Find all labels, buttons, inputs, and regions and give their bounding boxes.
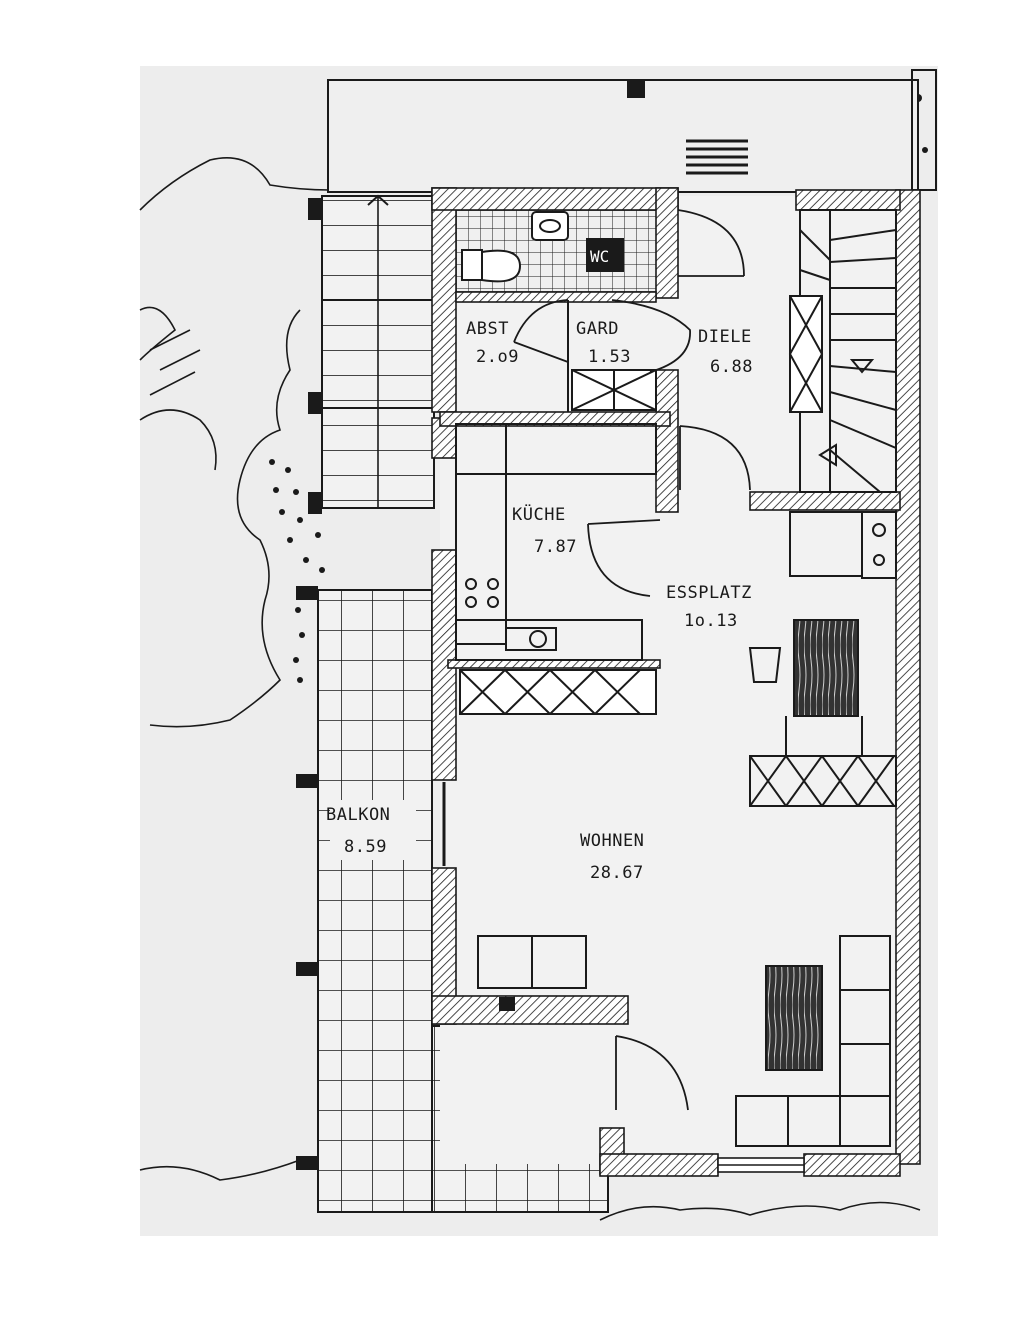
door-swings [442, 209, 751, 1111]
room-label-kueche: KÜCHE [512, 503, 566, 525]
room-area-balkon: 8.59 [344, 837, 387, 857]
vent-grille [686, 139, 748, 175]
room-area-wohnen: 28.67 [590, 863, 644, 883]
room-area-abst: 2.o9 [476, 347, 519, 367]
room-area-diele: 6.88 [710, 357, 753, 377]
room-label-abst: ABST [466, 319, 509, 339]
room-label-gard: GARD [576, 319, 619, 339]
room-label-essplatz: ESSPLATZ [666, 583, 752, 603]
balcony-floor [317, 589, 433, 1213]
corner-post [911, 69, 937, 191]
room-labels: ABST 2.o9 GARD 1.53 DIELE 6.88 KÜCHE 7.8… [326, 247, 753, 883]
chimney-vent [627, 80, 645, 98]
room-area-gard: 1.53 [588, 347, 631, 367]
walls [431, 187, 921, 1177]
partitions [455, 209, 897, 1147]
top-terrace [327, 79, 919, 193]
wc-label: WC [590, 247, 609, 266]
railing-posts [296, 586, 318, 1170]
room-label-balkon: BALKON [326, 805, 390, 825]
room-area-essplatz: 1o.13 [684, 611, 738, 631]
room-area-kueche: 7.87 [534, 537, 577, 557]
wc-fixtures [461, 211, 569, 283]
garden-outline [139, 156, 921, 1221]
room-label-wohnen: WOHNEN [580, 831, 644, 851]
window-bottom [717, 1157, 805, 1173]
room-label-diele: DIELE [698, 327, 752, 347]
